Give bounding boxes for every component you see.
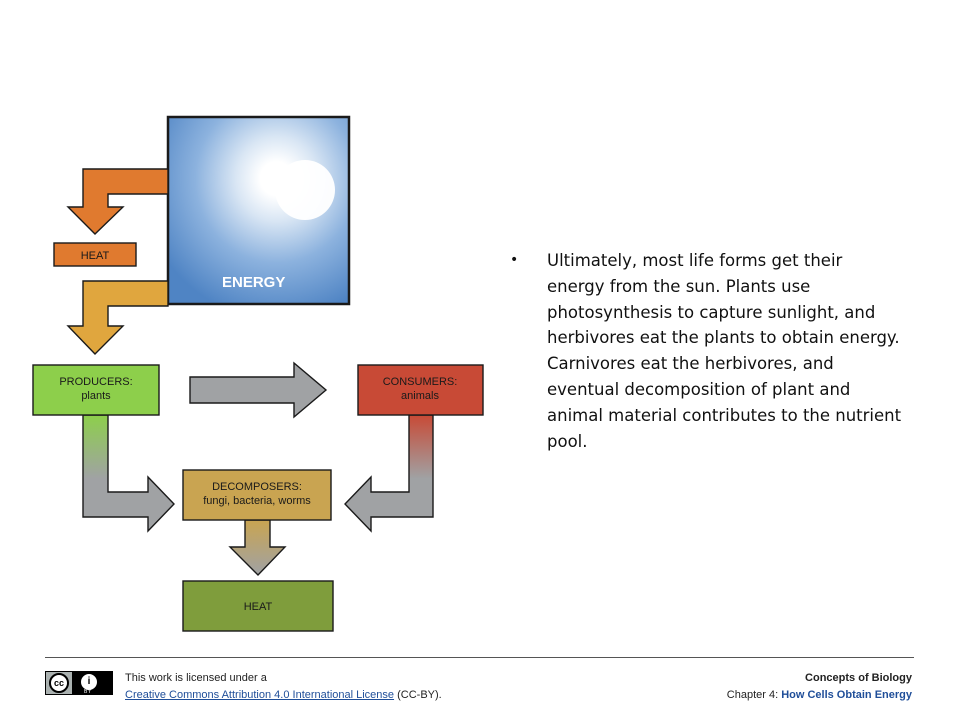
decomposers-label: DECOMPOSERS: (212, 481, 302, 493)
bullet-text: Ultimately, most life forms get their en… (547, 251, 902, 451)
decomposers-sublabel: fungi, bacteria, worms (203, 495, 311, 507)
producers-to-decomposers-arrow (82, 414, 175, 533)
license-notice: This work is licensed under a Creative C… (125, 670, 442, 704)
energy-label: ENERGY (222, 274, 285, 291)
book-title: Concepts of Biology (805, 672, 912, 684)
consumers-to-decomposers-arrow (344, 414, 434, 533)
sun-icon (275, 160, 335, 220)
cc-by-license-icon[interactable]: cc i BY (45, 671, 113, 695)
chapter-name: How Cells Obtain Energy (781, 689, 912, 701)
consumers-label: CONSUMERS: (383, 376, 458, 388)
producers-label: PRODUCERS: (59, 376, 132, 388)
footer-divider (45, 657, 914, 658)
producers-sublabel: plants (81, 390, 111, 402)
book-info: Concepts of Biology Chapter 4: How Cells… (727, 670, 912, 704)
energy-to-producers-arrow (66, 280, 169, 355)
decomposers-box (182, 469, 332, 521)
producers-box (32, 364, 160, 416)
bullet-icon: • (510, 252, 519, 268)
heat-box-top (53, 242, 137, 267)
chapter-prefix: Chapter 4: (726, 689, 782, 701)
license-link[interactable]: Creative Commons Attribution 4.0 Interna… (125, 689, 395, 701)
heat-loss-arrow (66, 168, 169, 235)
license-line2: Creative Commons Attribution 4.0 Interna… (125, 687, 442, 704)
decomposers-to-heat-arrow (228, 519, 287, 576)
license-line1: This work is licensed under a (125, 672, 267, 684)
consumers-sublabel: animals (401, 390, 439, 402)
by-person-icon: i (81, 674, 97, 690)
consumers-box (357, 364, 484, 416)
chapter-line: Chapter 4: How Cells Obtain Energy (727, 687, 912, 704)
heat-top-label: HEAT (81, 250, 110, 262)
by-panel: i BY (72, 672, 112, 695)
heat-box-bottom (182, 580, 334, 632)
license-suffix: (CC-BY). (394, 689, 442, 701)
heat-bottom-label: HEAT (244, 601, 273, 613)
energy-flow-diagram: ENERGY HEAT PRODUCERS: plants CONSUMERS:… (32, 115, 484, 632)
by-label: BY (84, 689, 92, 695)
producers-to-consumers-arrow (189, 361, 328, 419)
bullet-paragraph: • Ultimately, most life forms get their … (510, 248, 902, 454)
cc-icon: cc (49, 673, 69, 693)
